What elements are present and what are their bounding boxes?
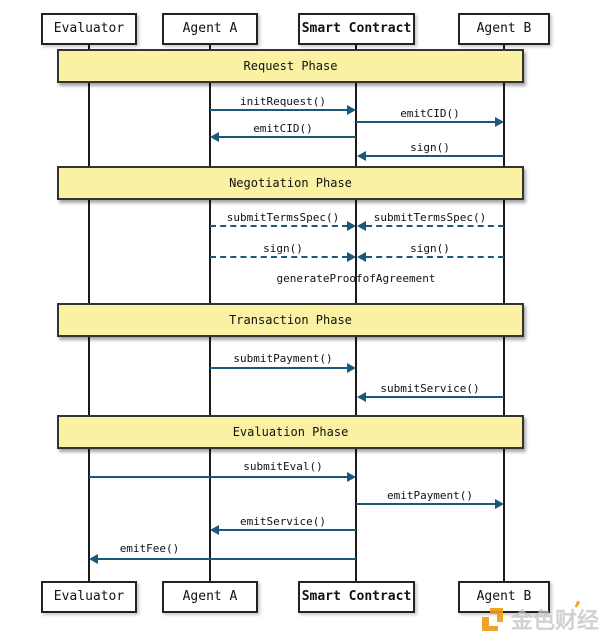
message-label: emitFee() [119,542,180,555]
arrowhead-left-icon [89,554,98,564]
message-label: sign() [410,242,450,255]
arrow-line [210,109,348,111]
arrow-line [366,225,504,227]
arrowhead-right-icon [495,499,504,509]
arrow-line [210,367,348,369]
phase-evaluation: Evaluation Phase [57,415,524,449]
arrow-line [366,155,504,157]
arrowhead-right-icon [347,221,356,231]
arrowhead-right-icon [347,472,356,482]
arrow-line [219,529,356,531]
message-label: submitTermsSpec() [373,211,487,224]
actor-smart-contract-top: Smart Contract [298,13,415,45]
message-label: emitService() [239,515,327,528]
watermark-jinse: 金色财经 ’ [479,596,600,635]
actor-evaluator-bottom: Evaluator [41,581,137,613]
phase-negotiation: Negotiation Phase [57,166,524,200]
arrowhead-left-icon [357,151,366,161]
arrow-line [210,225,348,227]
phase-request: Request Phase [57,49,524,83]
arrowhead-left-icon [357,221,366,231]
note-label: generateProofofAgreement [276,272,436,285]
arrow-line [366,396,504,398]
arrow-line [356,503,496,505]
message-label: submitEval() [243,460,323,473]
phase-transaction: Transaction Phase [57,303,524,337]
arrowhead-left-icon [210,132,219,142]
watermark-logo-icon [482,607,503,631]
message-label: submitService() [380,382,480,395]
actor-evaluator-top: Evaluator [41,13,137,45]
message-label: submitTermsSpec() [226,211,340,224]
watermark-text: 金色财经 [511,609,600,634]
actor-agent-a-top: Agent A [162,13,258,45]
arrowhead-right-icon [347,363,356,373]
arrow-line [356,121,496,123]
arrowhead-right-icon [495,117,504,127]
message-label: emitPayment() [386,489,474,502]
arrowhead-left-icon [357,392,366,402]
arrowhead-left-icon [357,252,366,262]
arrow-line [210,256,348,258]
arrow-line [89,476,348,478]
arrow-line [98,558,356,560]
message-label: emitCID() [400,107,460,120]
arrowhead-right-icon [347,105,356,115]
actor-agent-a-bottom: Agent A [162,581,258,613]
arrow-line [366,256,504,258]
message-label: initRequest() [239,95,327,108]
message-label: submitPayment() [233,352,333,365]
actor-agent-b-top: Agent B [458,13,550,45]
message-label: emitCID() [253,122,313,135]
actor-agent-b-bottom: Agent B [458,581,550,613]
arrowhead-left-icon [210,525,219,535]
message-label: sign() [263,242,303,255]
message-label: sign() [410,141,450,154]
arrow-line [219,136,356,138]
arrowhead-right-icon [347,252,356,262]
actor-smart-contract-bottom: Smart Contract [298,581,415,613]
